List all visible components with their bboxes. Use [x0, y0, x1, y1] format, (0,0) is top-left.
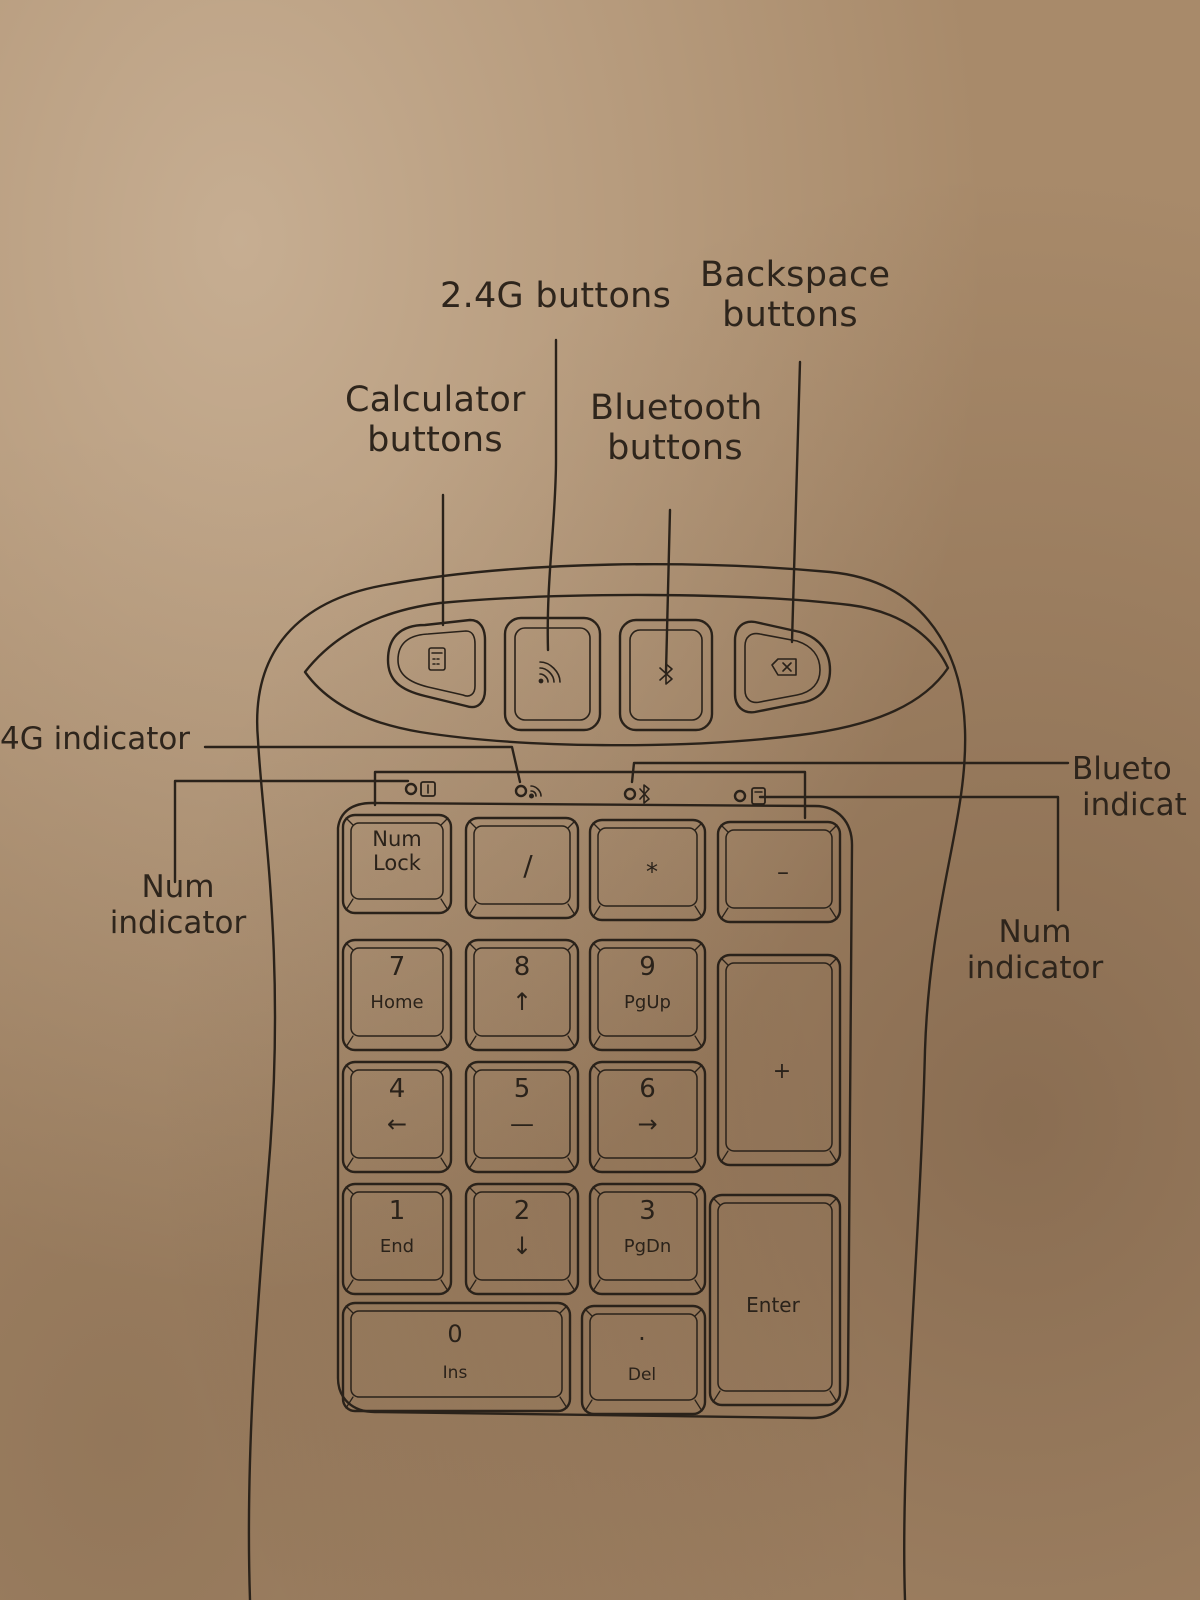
- enter-key-label: Enter: [746, 1293, 800, 1317]
- decimal-key-main: .: [638, 1318, 646, 1346]
- enter-key[interactable]: Enter: [710, 1195, 840, 1405]
- bluetooth-icon: [660, 664, 672, 684]
- minus-key[interactable]: –: [718, 822, 840, 922]
- button-tray: [305, 595, 948, 745]
- key-8-main: 8: [514, 952, 531, 982]
- key-3-sub: PgDn: [624, 1236, 672, 1257]
- backspace-icon: [772, 659, 796, 675]
- keys-layer: NumLock/*–7Home8↑9PgUp4←5—6→1End2↓3PgDn+…: [343, 815, 840, 1414]
- key-2-sub: ↓: [512, 1232, 532, 1260]
- key-5-main: 5: [514, 1074, 531, 1104]
- key-6-main: 6: [639, 1074, 656, 1104]
- leader-2-4g-indicator: [205, 747, 520, 782]
- key-6-sub: →: [637, 1110, 657, 1138]
- calculator-icon: [429, 648, 445, 670]
- num-lock-key-label-1: Num: [372, 827, 421, 851]
- leader-2-4g: [548, 340, 556, 650]
- key-1-sub: End: [380, 1236, 414, 1257]
- indicator-bracket: [375, 772, 805, 818]
- indicator-num-lock: [406, 782, 435, 796]
- key-5-sub: —: [510, 1110, 534, 1138]
- key-4-sub: ←: [387, 1110, 407, 1138]
- key-6[interactable]: 6→: [590, 1062, 705, 1172]
- wifi-signal-icon: [539, 662, 560, 683]
- wireless-2-4g-button[interactable]: [505, 618, 600, 730]
- key-0-sub: Ins: [443, 1363, 468, 1383]
- key-4-main: 4: [389, 1074, 406, 1104]
- num-lock-key-label-2: Lock: [373, 851, 422, 875]
- key-7-sub: Home: [370, 992, 423, 1013]
- keypad-frame: [338, 803, 852, 1418]
- key-4[interactable]: 4←: [343, 1062, 451, 1172]
- indicator-2-4g: [516, 786, 541, 797]
- key-8-sub: ↑: [512, 988, 532, 1016]
- backspace-button[interactable]: [735, 622, 830, 713]
- divide-key-label: /: [523, 849, 533, 882]
- device-outline: [249, 564, 965, 1600]
- leader-bluetooth: [666, 510, 670, 672]
- key-8[interactable]: 8↑: [466, 940, 578, 1050]
- divide-key[interactable]: /: [466, 818, 578, 918]
- key-3-main: 3: [639, 1196, 656, 1226]
- multiply-key-label: *: [646, 858, 658, 886]
- plus-key[interactable]: +: [718, 955, 840, 1165]
- key-9-main: 9: [639, 952, 656, 982]
- plus-key-label: +: [773, 1059, 791, 1084]
- indicator-bluetooth: [625, 785, 649, 803]
- decimal-key-sub: Del: [628, 1365, 656, 1385]
- key-9-sub: PgUp: [624, 992, 671, 1013]
- key-5[interactable]: 5—: [466, 1062, 578, 1172]
- key-0-main: 0: [447, 1320, 462, 1348]
- key-1-main: 1: [389, 1196, 406, 1226]
- key-7-main: 7: [389, 952, 406, 982]
- decimal-key[interactable]: . Del: [582, 1306, 705, 1414]
- calculator-button[interactable]: [388, 620, 485, 707]
- minus-key-label: –: [777, 858, 789, 886]
- key-2[interactable]: 2↓: [466, 1184, 578, 1294]
- key-2-main: 2: [514, 1196, 531, 1226]
- multiply-key[interactable]: *: [590, 820, 705, 920]
